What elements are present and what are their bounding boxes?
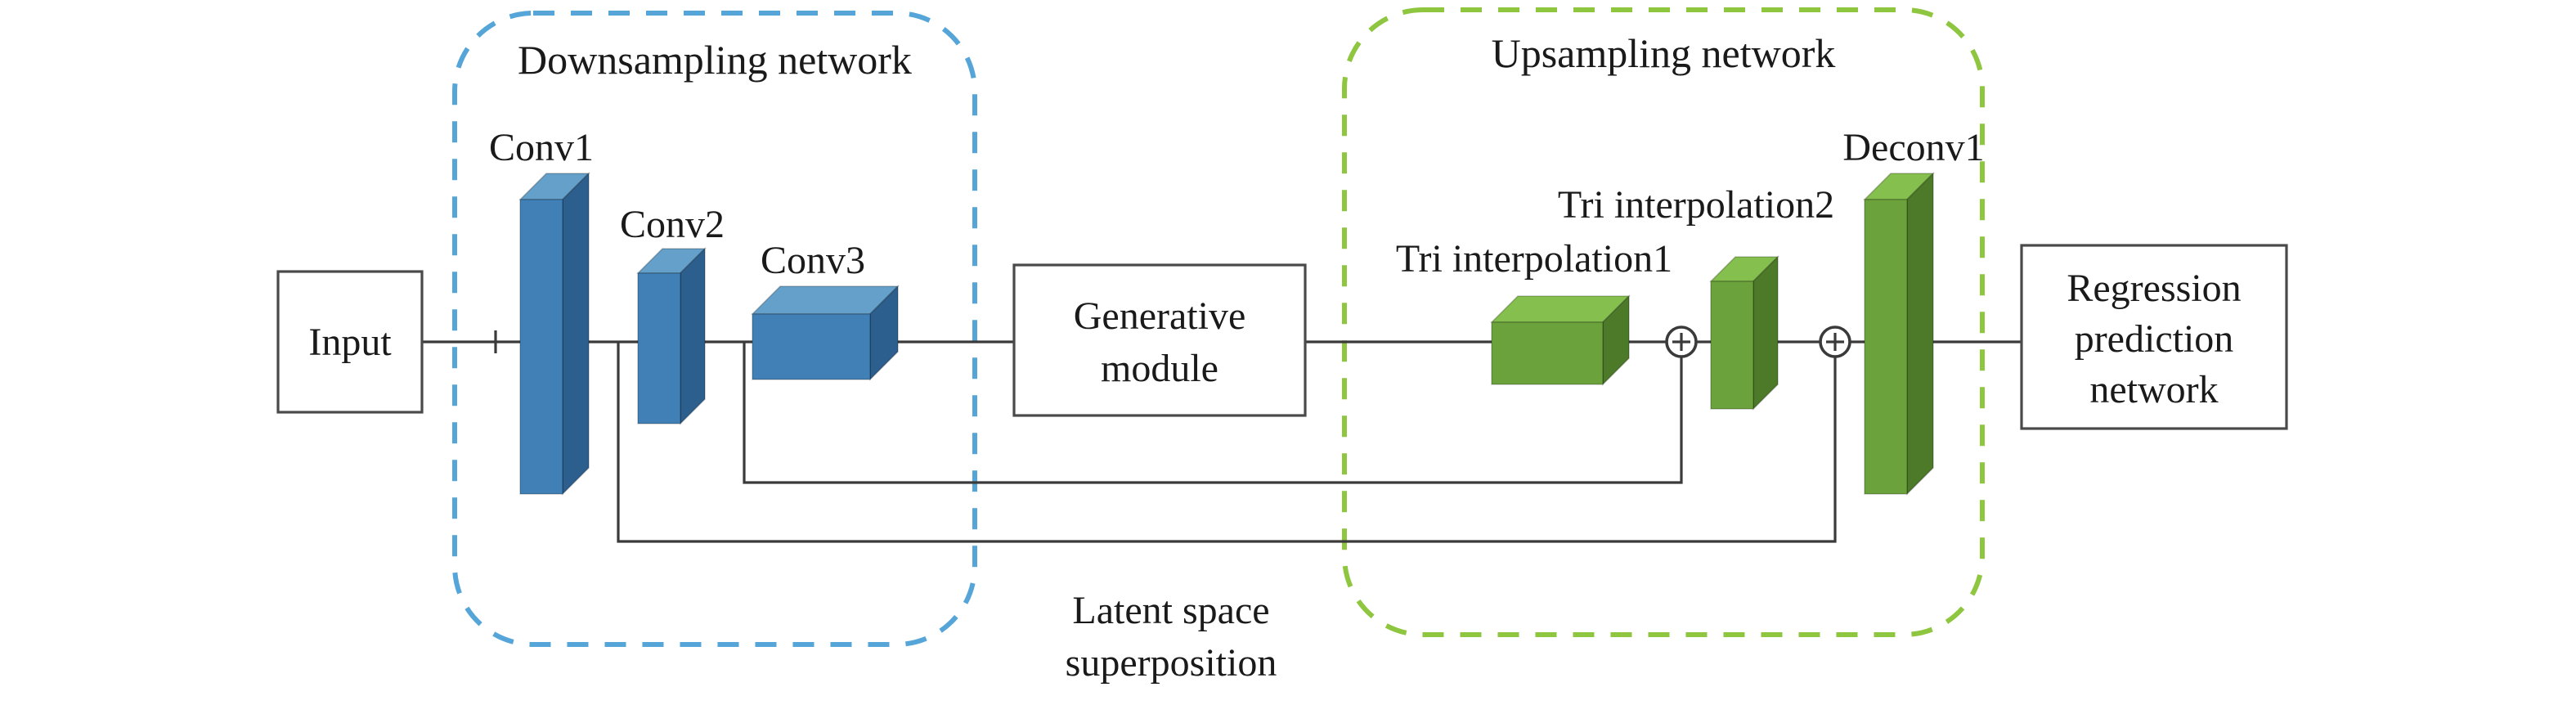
latent-space-label-line1: Latent space	[1072, 589, 1269, 632]
regression-label-line1: Regression	[2067, 267, 2241, 310]
conv1-label: Conv1	[489, 126, 594, 169]
conv3-block	[751, 285, 900, 381]
conv2-side-face	[680, 247, 706, 425]
tri2-side-face	[1752, 255, 1779, 411]
conv1-side-face	[562, 172, 590, 496]
regression-network-box	[2020, 244, 2288, 430]
upsampling-region-border	[1342, 7, 1985, 637]
tri-interpolation2-block	[1709, 255, 1779, 411]
downsampling-region-border	[452, 11, 977, 647]
input-box	[276, 270, 424, 414]
tri1-front-face	[1491, 321, 1604, 385]
add-icon	[1819, 326, 1851, 358]
generative-module-box	[1012, 263, 1307, 417]
generative-module-label-line1: Generative	[1074, 294, 1246, 338]
downsampling-title: Downsampling network	[518, 37, 912, 83]
conv3-label: Conv3	[761, 239, 865, 282]
skip-connection-conv3-to-add1	[743, 342, 1683, 484]
deconv1-front-face	[1864, 199, 1908, 495]
tri-interpolation2-label: Tri interpolation2	[1558, 183, 1834, 227]
conv1-block	[518, 172, 590, 496]
deconv1-side-face	[1906, 172, 1934, 496]
regression-label-line3: network	[2089, 368, 2218, 411]
tri-interpolation1-label: Tri interpolation1	[1396, 237, 1672, 281]
upsampling-title: Upsampling network	[1492, 30, 1836, 76]
generative-module-label-line2: module	[1101, 347, 1218, 390]
conv2-front-face	[637, 272, 681, 424]
add-icon	[1665, 326, 1698, 358]
deconv1-label: Deconv1	[1842, 126, 1984, 169]
tri2-front-face	[1710, 281, 1754, 410]
conv1-front-face	[519, 199, 563, 495]
deconv1-block	[1863, 172, 1935, 496]
conv3-front-face	[752, 313, 871, 380]
tri-interpolation1-block	[1490, 294, 1631, 386]
conv2-label: Conv2	[620, 203, 725, 246]
latent-space-label-line2: superposition	[1066, 641, 1277, 685]
skip-connection-conv2-to-add2	[617, 342, 1837, 543]
conv2-block	[636, 247, 707, 425]
regression-label-line2: prediction	[2075, 317, 2234, 361]
input-label: Input	[308, 321, 392, 364]
